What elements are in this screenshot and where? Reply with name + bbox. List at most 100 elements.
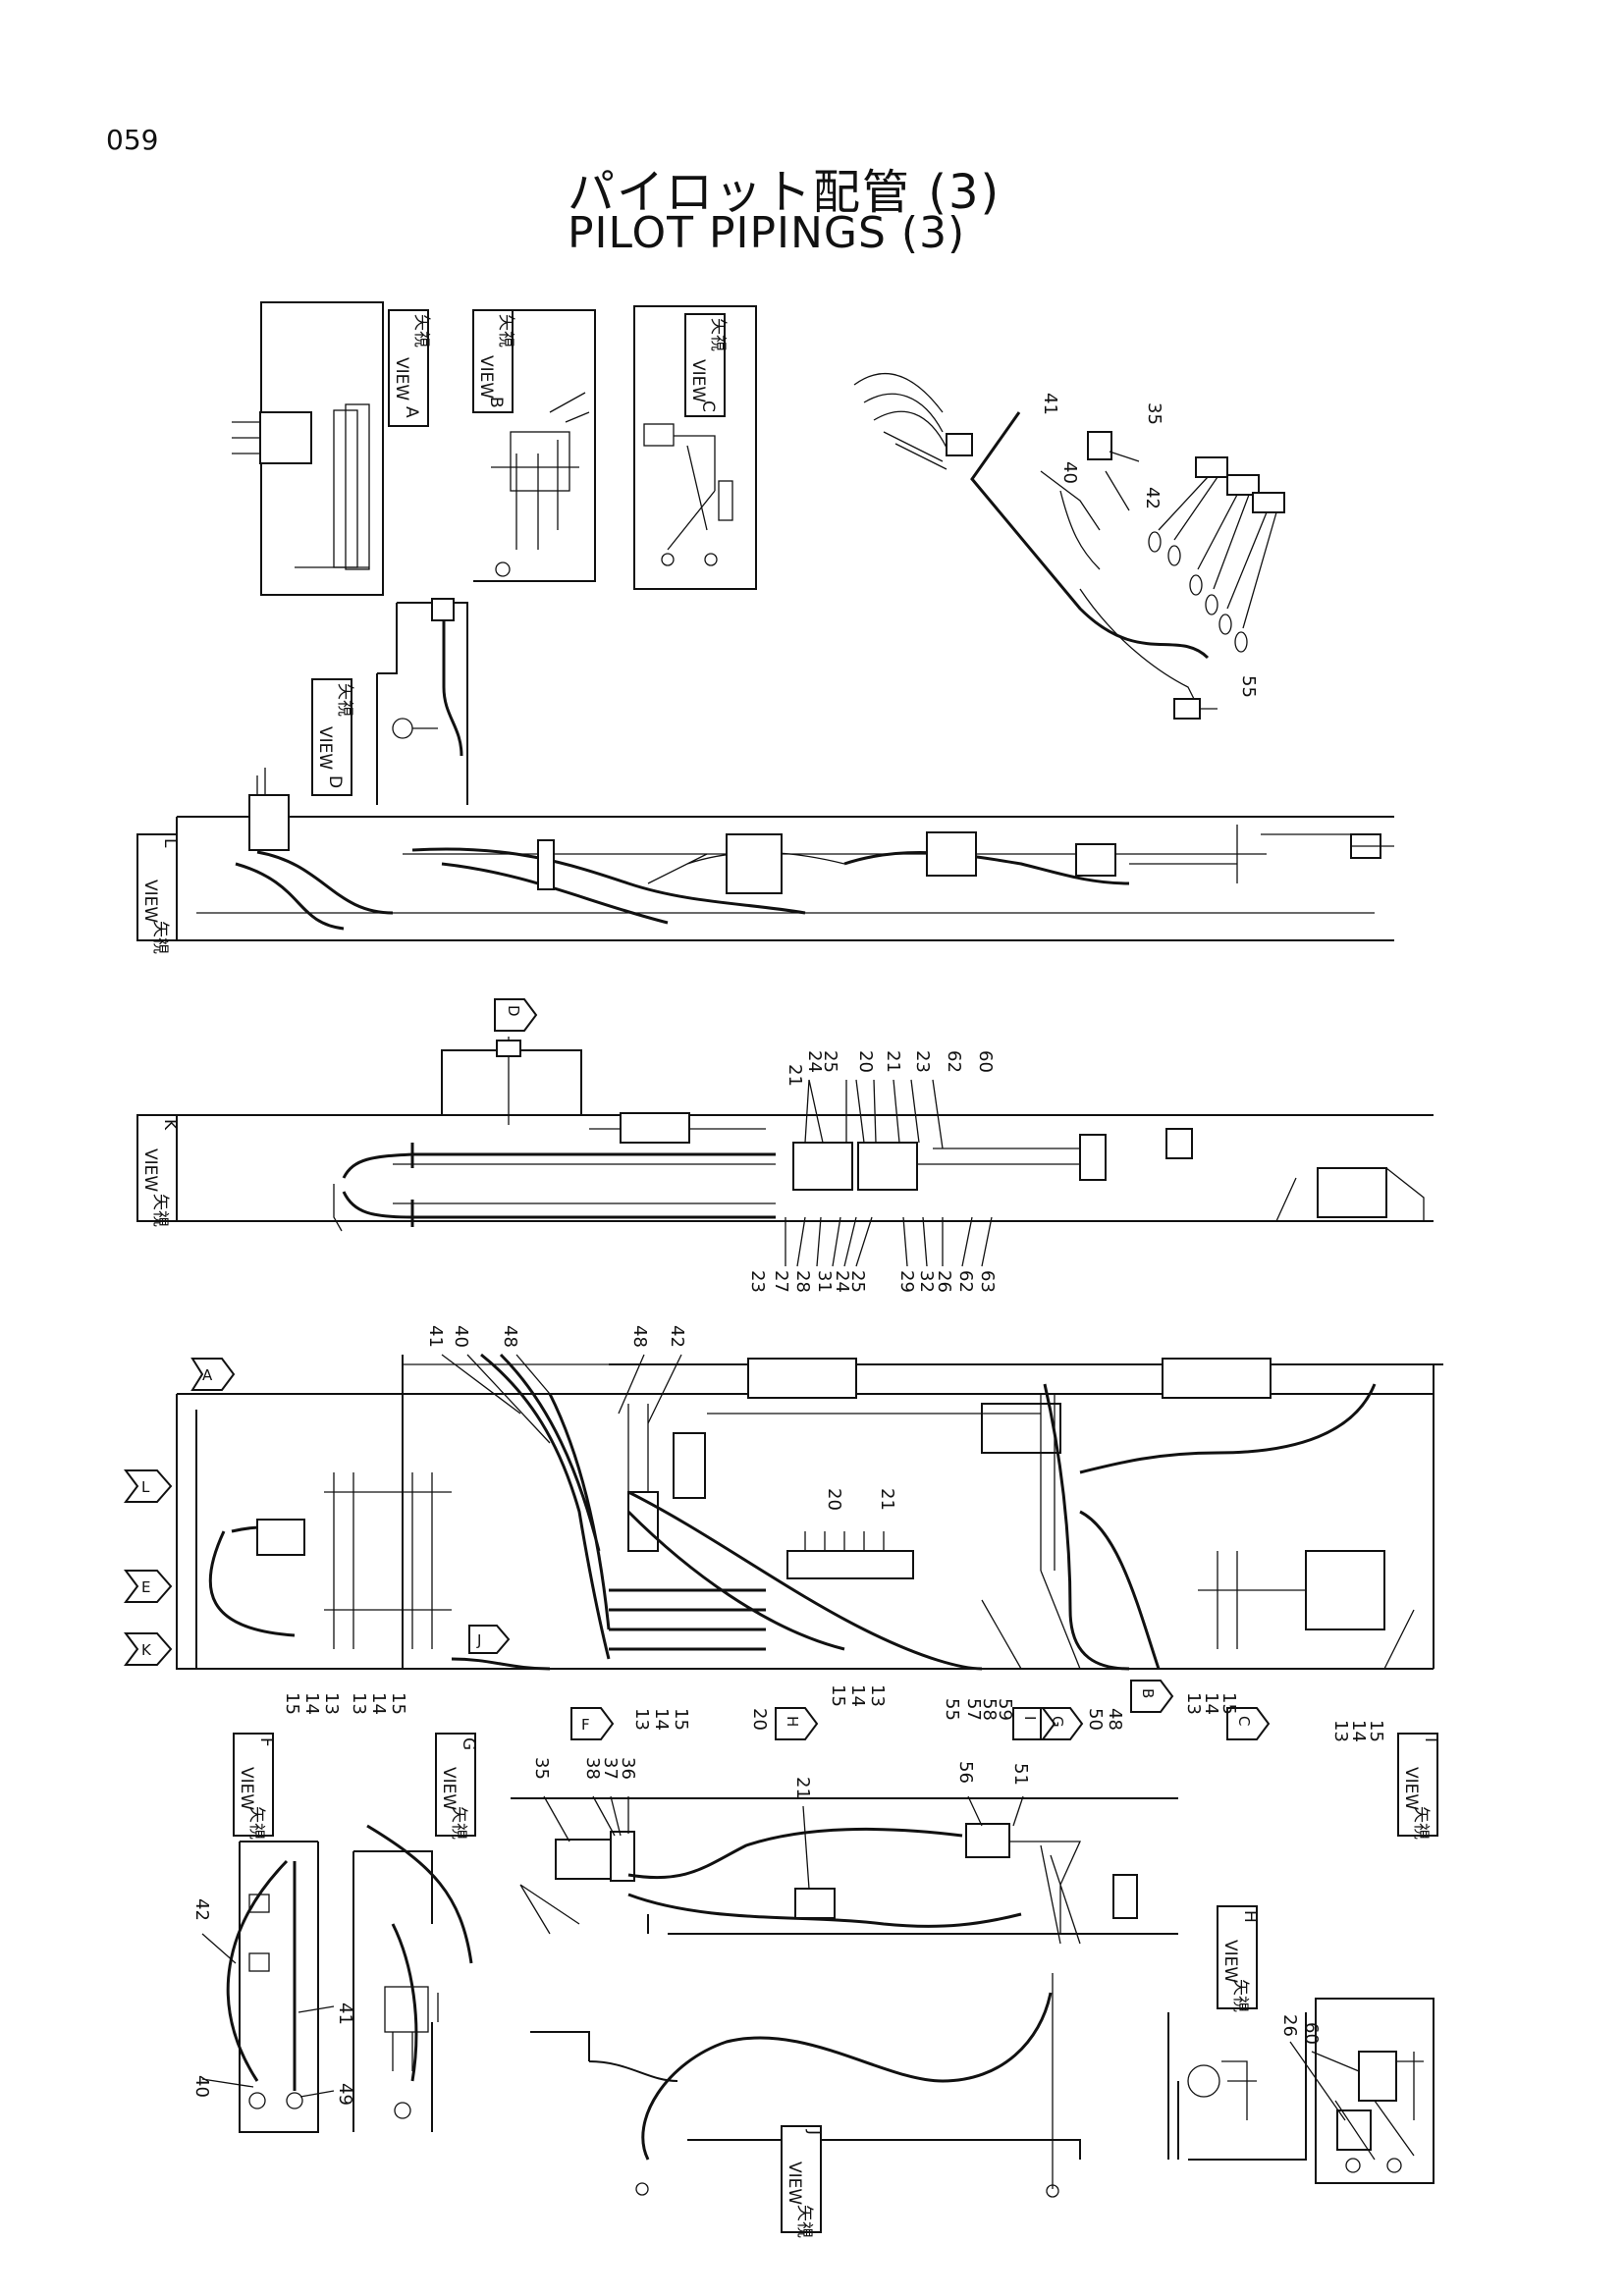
svg-text:J: J — [804, 2129, 824, 2135]
callout: 14 — [847, 1684, 868, 1707]
callout: 42 — [667, 1325, 687, 1348]
title-japanese: パイロット配管 (3) — [568, 165, 1001, 220]
view-i-label: I VIEW 矢視 — [1397, 1733, 1440, 1840]
svg-text:VIEW: VIEW — [315, 726, 335, 770]
view-arrow-l: L — [124, 1469, 173, 1503]
svg-text:VIEW: VIEW — [1220, 1940, 1240, 1983]
callout: 58 — [979, 1698, 1000, 1721]
svg-text:C: C — [1235, 1716, 1253, 1726]
callout: 41 — [1040, 393, 1060, 415]
view-l-label: L VIEW 矢視 — [136, 833, 180, 954]
callout: 21 — [877, 1488, 897, 1511]
callout: 15 — [1366, 1720, 1386, 1742]
callout: 31 — [814, 1270, 835, 1293]
callout: 15 — [388, 1692, 408, 1715]
view-arrow-a: A — [190, 1358, 236, 1391]
callout: 40 — [191, 2075, 212, 2098]
svg-text:VIEW: VIEW — [439, 1767, 459, 1810]
svg-text:矢視: 矢視 — [449, 1806, 468, 1840]
callout: 26 — [934, 1270, 954, 1293]
view-a-panel: 矢視 VIEW A — [232, 301, 431, 596]
callout: 20 — [824, 1488, 844, 1511]
svg-text:VIEW: VIEW — [785, 2162, 804, 2205]
callout: 24 — [832, 1270, 852, 1293]
svg-text:A: A — [402, 406, 421, 418]
view-a-label: 矢視 VIEW A — [388, 309, 431, 427]
callout: 21 — [785, 1064, 805, 1087]
callout: 40 — [1059, 461, 1080, 484]
view-d-panel: 矢視 VIEW D — [311, 598, 468, 805]
svg-text:F: F — [581, 1716, 590, 1734]
callout: 14 — [1348, 1720, 1369, 1742]
callout: 51 — [1010, 1763, 1031, 1786]
callout: 14 — [1201, 1692, 1221, 1715]
svg-text:F: F — [256, 1737, 276, 1747]
view-k-panel: 21 24 25 20 21 23 62 60 23 27 28 31 24 2… — [136, 998, 1434, 1293]
callout: 48 — [500, 1325, 520, 1348]
svg-text:H: H — [784, 1716, 801, 1727]
view-h-label: H VIEW 矢視 — [1217, 1905, 1260, 2012]
svg-text:B: B — [1139, 1688, 1157, 1698]
page-number: 059 — [106, 124, 159, 156]
svg-text:矢視: 矢視 — [1411, 1806, 1431, 1840]
callout: 50 — [1085, 1708, 1106, 1731]
svg-text:VIEW: VIEW — [688, 359, 708, 402]
callout: 60 — [975, 1050, 996, 1073]
view-arrow-h: H — [775, 1707, 819, 1740]
view-f-label: F VIEW 矢視 — [233, 1733, 276, 1840]
callout: 15 — [671, 1708, 691, 1731]
view-j-label: J VIEW 矢視 — [781, 2125, 824, 2238]
svg-text:矢視: 矢視 — [708, 318, 728, 351]
svg-text:矢視: 矢視 — [150, 921, 170, 954]
svg-text:矢視: 矢視 — [335, 683, 354, 717]
callout: 15 — [282, 1692, 302, 1715]
callout: 23 — [747, 1270, 768, 1293]
callout: 36 — [618, 1757, 638, 1780]
callout: 13 — [867, 1684, 888, 1707]
svg-text:K: K — [160, 1119, 180, 1131]
callout: 48 — [1105, 1708, 1125, 1731]
svg-text:C: C — [698, 400, 718, 412]
callout: 13 — [1183, 1692, 1204, 1715]
callout: 57 — [963, 1698, 984, 1721]
callout: 55 — [942, 1698, 962, 1721]
svg-text:H: H — [1240, 1910, 1260, 1923]
view-h-panel: 26 60 H VIEW 矢視 — [1167, 1905, 1435, 2184]
svg-text:E: E — [141, 1578, 150, 1596]
view-arrow-b: B — [1130, 1680, 1174, 1713]
callout: 37 — [600, 1757, 621, 1780]
view-d-label: 矢視 VIEW D — [311, 678, 354, 796]
svg-text:矢視: 矢視 — [1230, 1979, 1250, 2012]
svg-text:D: D — [325, 775, 345, 788]
callout: 42 — [191, 1898, 212, 1921]
callout: 38 — [582, 1757, 603, 1780]
callout: 14 — [368, 1692, 389, 1715]
view-arrow-e: E — [124, 1570, 173, 1603]
callout: 26 — [1279, 2014, 1300, 2037]
svg-text:矢視: 矢視 — [246, 1806, 266, 1840]
callout: 35 — [531, 1757, 552, 1780]
svg-text:D: D — [505, 1005, 522, 1017]
view-arrow-k: K — [124, 1632, 173, 1666]
svg-text:A: A — [202, 1366, 213, 1384]
callout: 15 — [828, 1684, 848, 1707]
svg-text:矢視: 矢視 — [150, 1194, 170, 1227]
callout: 13 — [349, 1692, 369, 1715]
callout: 20 — [855, 1050, 876, 1073]
callout: 25 — [847, 1270, 868, 1293]
svg-text:VIEW: VIEW — [1401, 1767, 1421, 1810]
svg-text:I: I — [1421, 1737, 1440, 1742]
view-b-panel: 矢視 VIEW B — [472, 309, 596, 582]
callout: 42 — [1142, 487, 1163, 509]
callout: 48 — [629, 1325, 650, 1348]
callout: 23 — [912, 1050, 933, 1073]
view-c-panel: 矢視 VIEW C — [633, 305, 757, 590]
view-f-panel: 42 41 40 49 F VIEW 矢視 — [191, 1733, 355, 2133]
callout: 41 — [335, 2002, 355, 2025]
view-b-label: 矢視 VIEW B — [472, 309, 515, 413]
callout: 20 — [749, 1708, 770, 1731]
svg-text:矢視: 矢視 — [411, 314, 431, 347]
callout: 41 — [425, 1325, 446, 1348]
view-arrow-g: G — [1040, 1707, 1084, 1740]
